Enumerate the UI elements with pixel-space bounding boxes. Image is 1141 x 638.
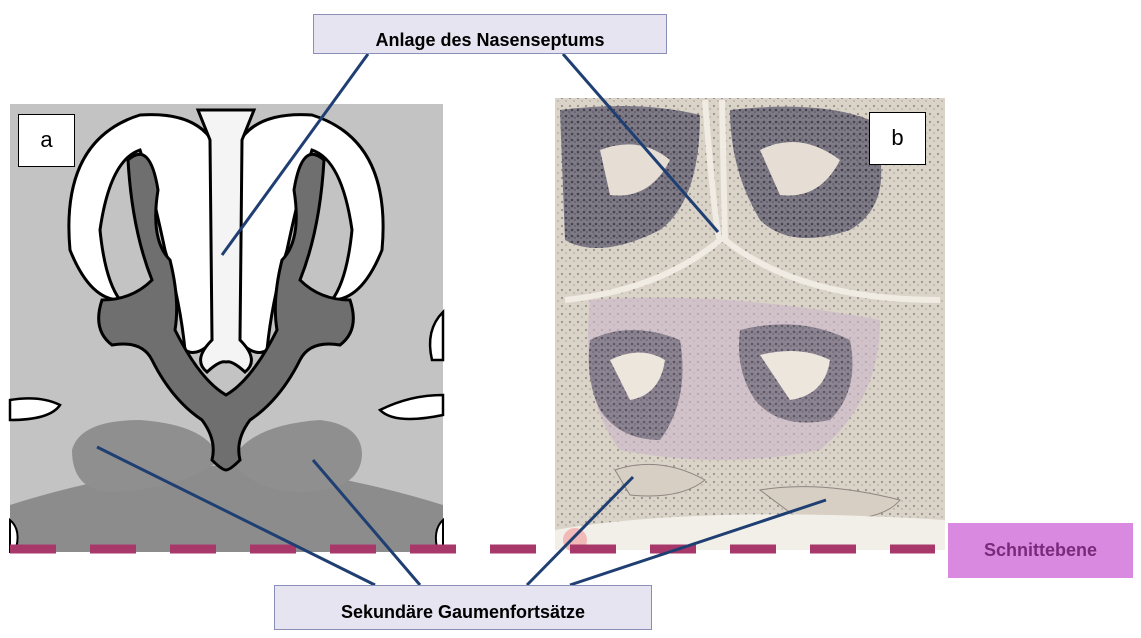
panel-label-b: b [869, 112, 926, 165]
schematic-panel-a [10, 104, 443, 552]
palatal-shelves-label: Sekundäre Gaumenfortsätze [274, 585, 652, 630]
panel-label-a: a [18, 114, 75, 167]
histology-panel-b [555, 98, 945, 552]
nasal-septum-label: Anlage des Nasenseptums [313, 14, 667, 54]
cut-plane-label: Schnittebene [948, 523, 1133, 578]
